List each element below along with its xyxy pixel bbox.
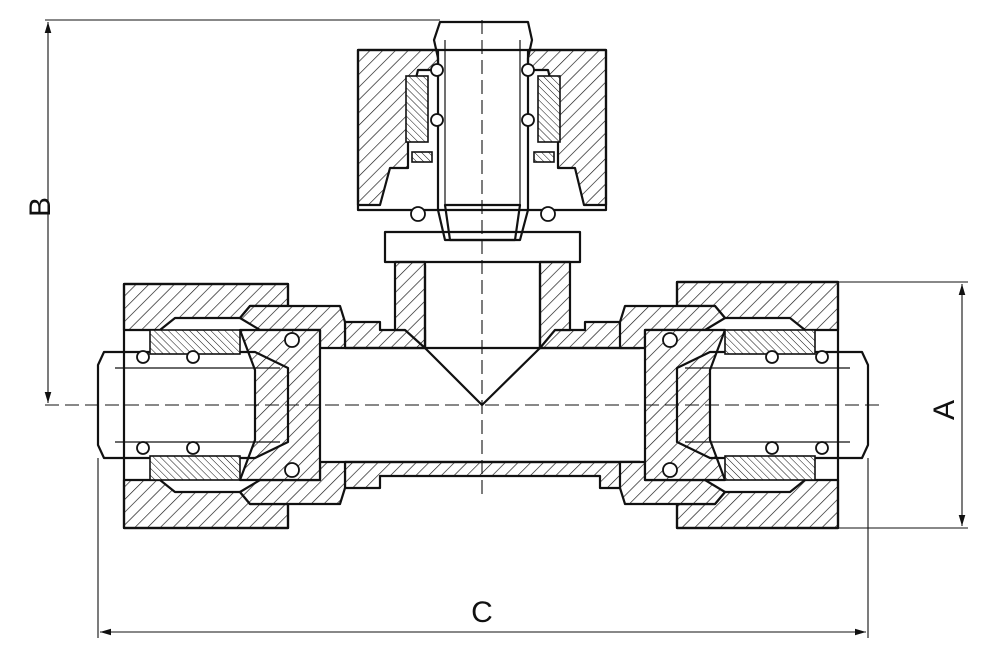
dimension-c-label: C	[471, 596, 493, 629]
top-insert-sleeve	[432, 20, 534, 242]
dimension-c: C	[97, 458, 869, 638]
tee-body	[298, 230, 642, 490]
left-clamp-rings	[136, 329, 300, 481]
dimension-b-label: B	[24, 197, 57, 217]
dimension-a: A	[838, 281, 968, 529]
dimension-a-label: A	[928, 400, 961, 420]
top-compression-nut	[356, 48, 608, 212]
top-clamp-rings	[405, 63, 561, 222]
right-clamp-rings	[662, 329, 829, 481]
left-compression-nut	[122, 282, 290, 530]
dimension-b: B	[24, 19, 440, 403]
